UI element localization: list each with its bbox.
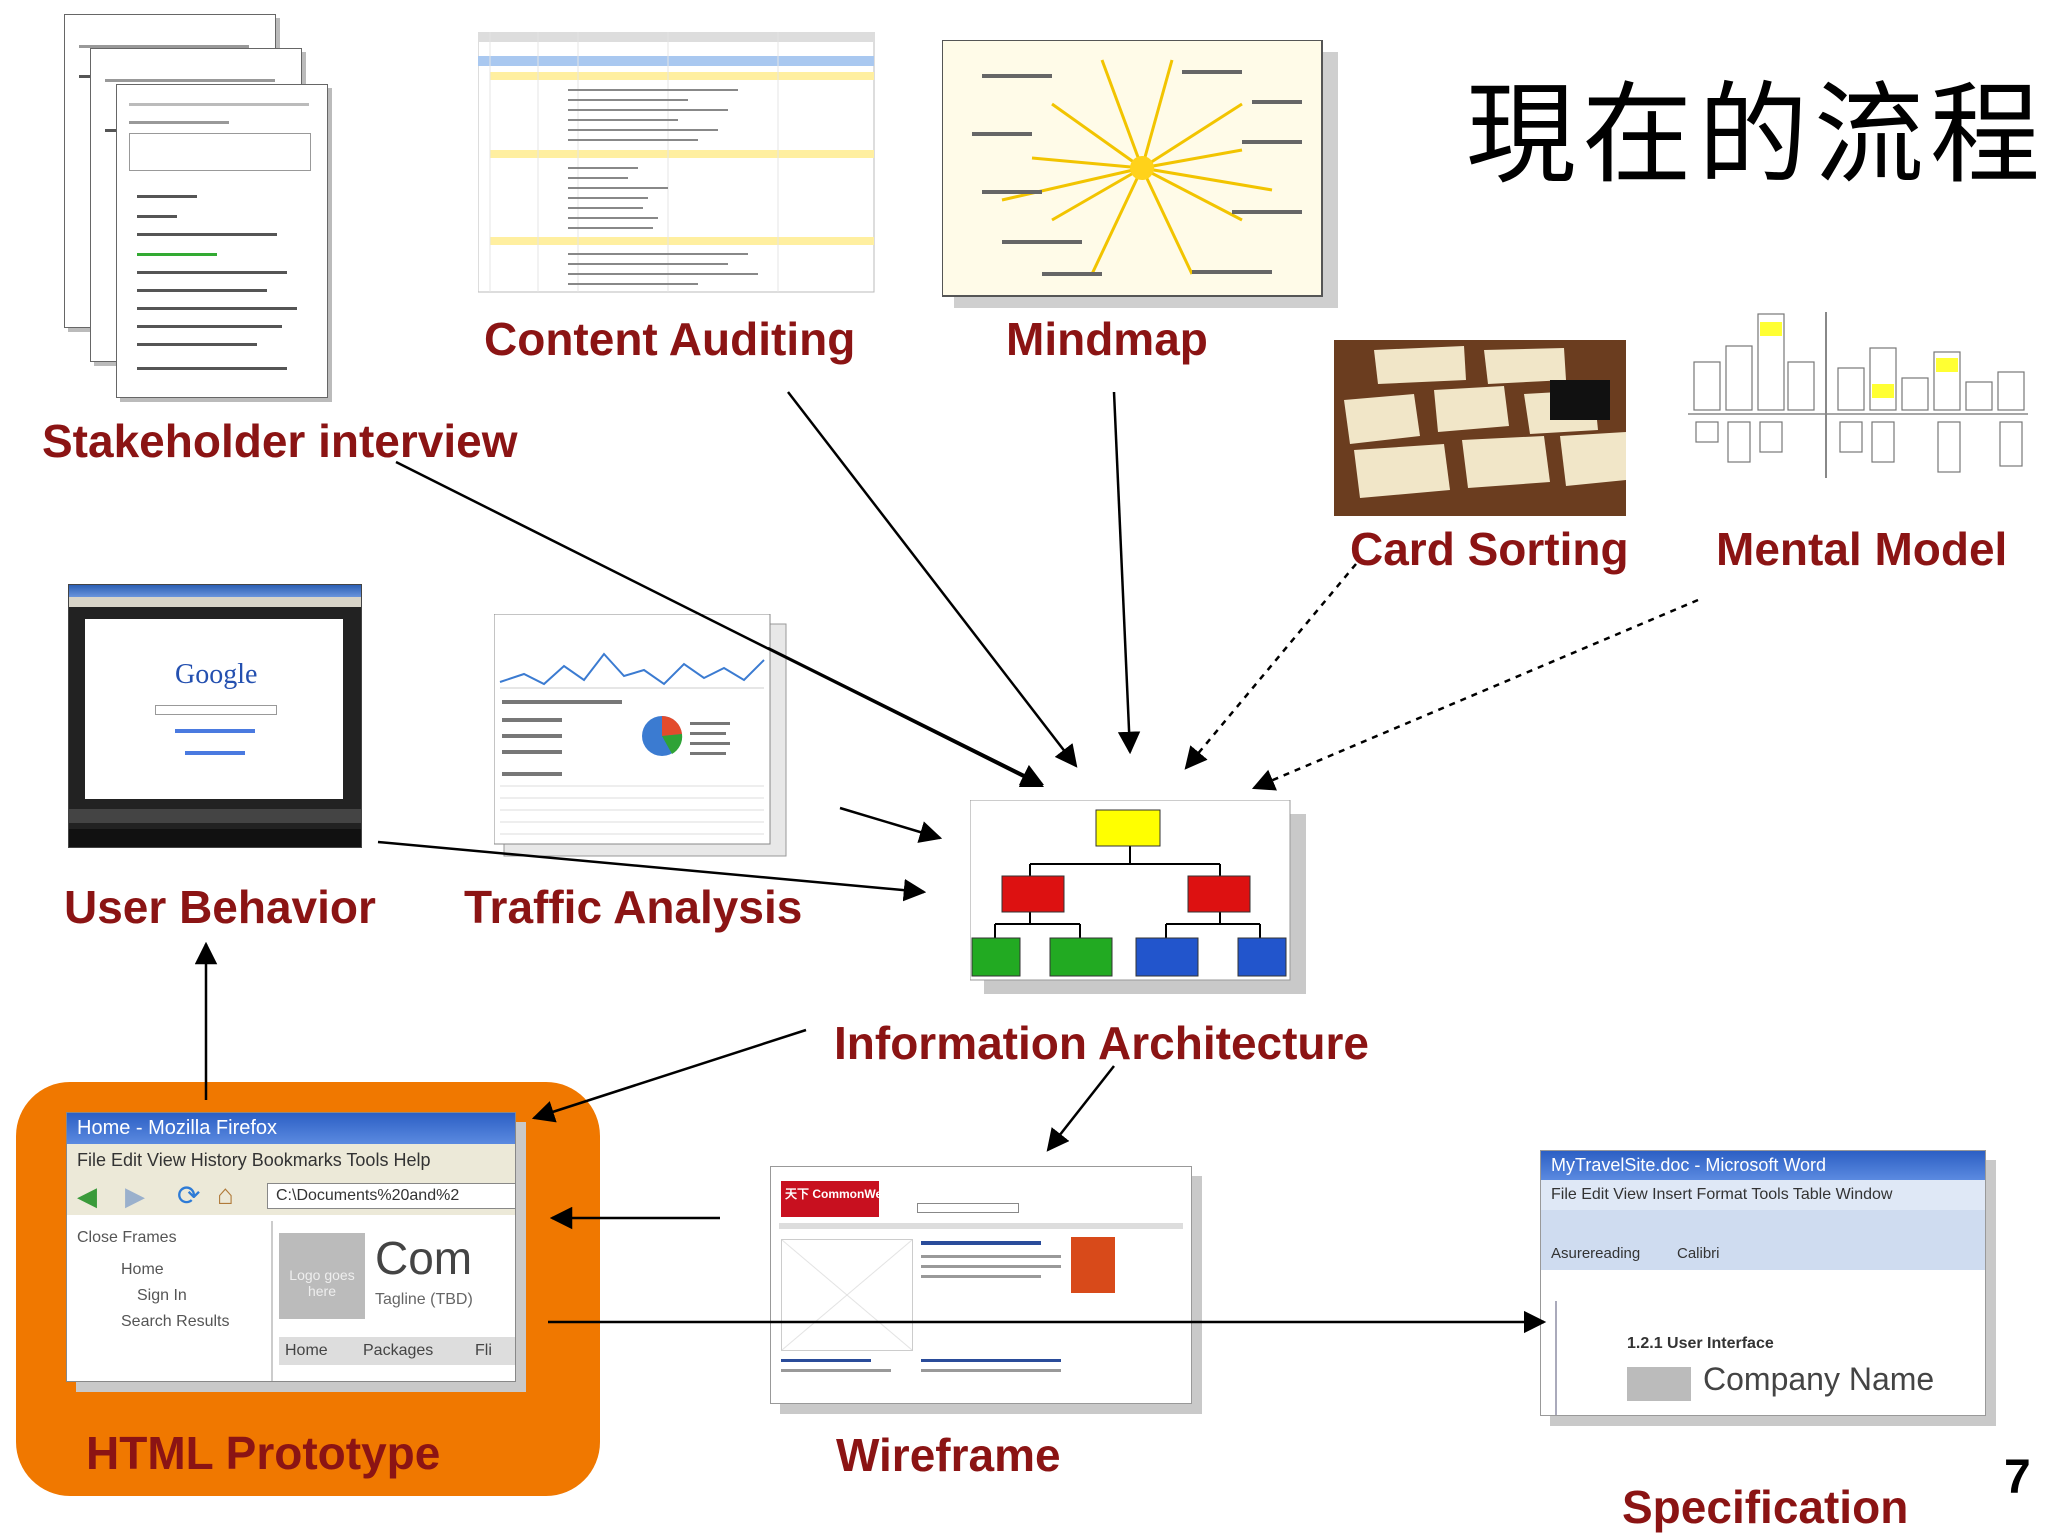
card-sorting-photo [1334,340,1626,516]
arrow-mental-model-to-ia [1251,598,1699,791]
google-logo: Google [175,659,258,690]
content-audit-spreadsheet-image [478,32,875,293]
firefox-title-bar: Home - Mozilla Firefox [67,1113,515,1144]
nav-flights-partial: Fli [475,1342,492,1359]
nav-home: Home [285,1342,328,1359]
close-frames-link: Close Frames [77,1229,177,1246]
arrow-traffic-side-to-ia [839,806,943,843]
word-section-heading: 1.2.1 User Interface [1627,1335,1774,1352]
wireframe-screenshot: 天下 CommonWealth [770,1166,1192,1404]
label-html-prototype: HTML Prototype [86,1427,441,1479]
label-traffic-analysis: Traffic Analysis [464,881,803,933]
ia-node-root [1095,809,1161,847]
stakeholder-documents-image [64,14,354,404]
word-style-select: Asurereading [1551,1245,1641,1262]
page-title: 現在的流程 [1466,71,2046,199]
ia-node-leaf-2 [1049,937,1113,977]
tree-item-search-results: Search Results [121,1313,230,1330]
label-specification: Specification [1622,1481,1909,1533]
firefox-address-bar: C:\Documents%20and%2 [267,1183,515,1209]
label-information-architecture: Information Architecture [834,1017,1370,1069]
word-title-bar: MyTravelSite.doc - Microsoft Word [1541,1151,1985,1180]
ia-node-leaf-3 [1135,937,1199,977]
word-menu-bar: File Edit View Insert Format Tools Table… [1541,1180,1985,1210]
arrow-ia-to-wireframe [1046,1065,1115,1152]
ia-node-right [1187,875,1251,913]
tagline-text: Tagline (TBD) [375,1291,473,1308]
forward-arrow-icon: ▶ [125,1181,145,1211]
label-card-sorting: Card Sorting [1350,523,1629,575]
back-arrow-icon: ◀ [77,1181,97,1211]
word-font-select: Calibri [1677,1245,1720,1262]
label-mindmap: Mindmap [1006,313,1208,365]
mental-model-diagram [1688,292,2028,482]
arrow-content-audit-to-ia [787,391,1078,768]
firefox-prototype-screenshot: Home - Mozilla Firefox File Edit View Hi… [66,1112,516,1382]
word-specification-screenshot: MyTravelSite.doc - Microsoft Word File E… [1540,1150,1986,1416]
arrow-card-sorting-to-ia [1184,563,1357,770]
firefox-menu-bar: File Edit View History Bookmarks Tools H… [67,1144,515,1177]
word-company-name: Company Name [1703,1361,1935,1397]
traffic-analysis-report [494,614,787,857]
arrow-mindmap-to-ia [1112,391,1141,755]
arrow-traffic-to-ia [767,646,1045,786]
label-wireframe: Wireframe [836,1429,1061,1481]
information-architecture-diagram [970,800,1306,994]
ia-node-leaf-4 [1237,937,1287,977]
home-icon: ⌂ [217,1179,234,1210]
tree-item-home: Home [121,1261,164,1278]
logo-placeholder: Logo goes here [279,1233,365,1319]
reload-icon: ⟳ [177,1180,201,1211]
label-content-auditing: Content Auditing [484,313,856,365]
label-user-behavior: User Behavior [64,881,376,933]
mindmap-image [942,40,1338,308]
company-heading-partial: Com [375,1232,473,1284]
nav-packages: Packages [363,1342,434,1359]
label-mental-model: Mental Model [1716,523,2008,575]
ia-node-left [1001,875,1065,913]
wireframe-brand-logo: 天下 CommonWealth [781,1181,879,1217]
page-number: 7 [2004,1451,2031,1504]
ia-node-leaf-1 [971,937,1021,977]
label-stakeholder-interview: Stakeholder interview [42,415,518,467]
user-behavior-video-screen: Google [68,584,362,848]
tree-item-sign-in: Sign In [137,1287,187,1304]
